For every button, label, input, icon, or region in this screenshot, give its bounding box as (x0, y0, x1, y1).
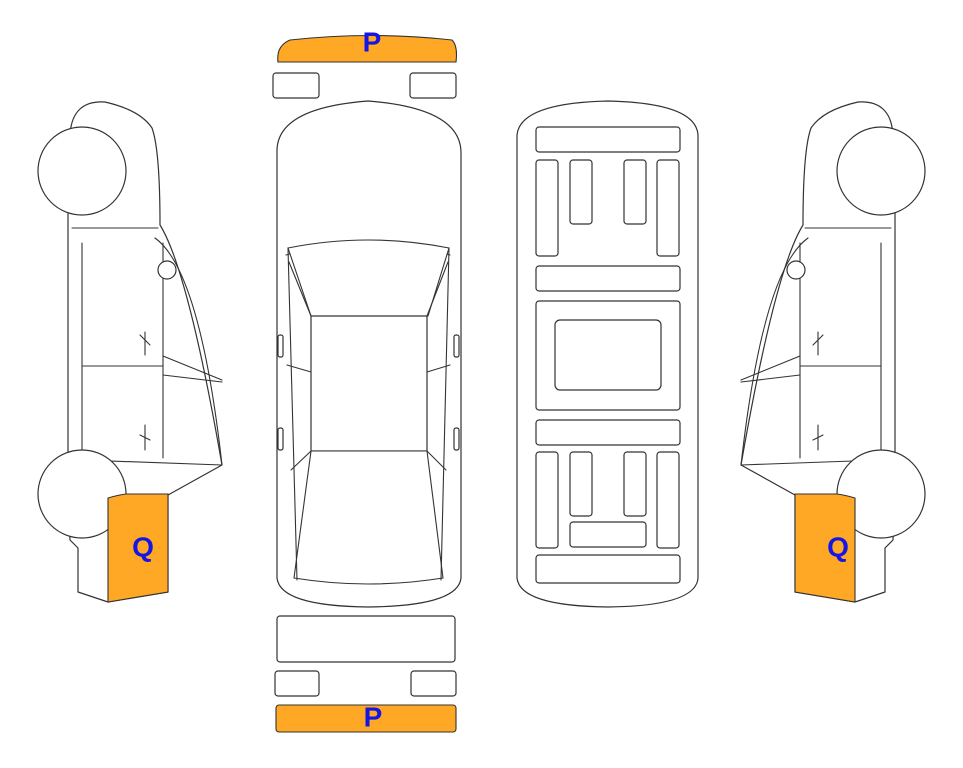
left-headlight (272, 72, 320, 99)
underbody-rail-right-front (656, 159, 680, 257)
left-c-pillar (290, 450, 312, 471)
left-rear-quarter-label: Q (132, 531, 154, 562)
left-taillight (274, 670, 320, 697)
left-b-pillar (286, 364, 312, 373)
underbody-crossmember-1 (535, 265, 681, 292)
left-side-view: Q (37, 101, 223, 603)
left-side-mirror (157, 260, 177, 280)
underbody-fuel-tank (554, 319, 662, 391)
right-c-pillar-side (740, 374, 801, 383)
underbody-inner-left-front (569, 159, 593, 225)
right-rear-quarter-marked[interactable] (794, 493, 856, 603)
right-side-mirror (786, 260, 806, 280)
right-taillight (410, 670, 457, 697)
left-b-pillar-side (162, 355, 223, 381)
left-c-pillar-side (162, 374, 223, 383)
left-window-frame (154, 237, 223, 466)
right-b-pillar (426, 364, 451, 373)
windshield (287, 239, 450, 317)
right-mirror (453, 334, 460, 358)
underbody-spare-well (569, 521, 647, 548)
trunk-lid (276, 615, 456, 663)
right-side-glass (440, 247, 450, 581)
rear-bumper-label: P (364, 701, 383, 732)
underbody-rail-left-front (535, 159, 559, 257)
left-a-pillar (288, 261, 312, 317)
underbody-rail-left-rear (535, 451, 559, 549)
underbody-inner-left-rear (569, 451, 593, 517)
top-view (276, 100, 462, 608)
right-rear-handle (812, 424, 824, 451)
underbody-crossmember-2 (535, 419, 681, 446)
underbody-panel-rear (535, 554, 681, 584)
underbody-view (516, 100, 699, 608)
rear-bumper-marked[interactable] (275, 704, 457, 733)
right-handle (453, 427, 460, 451)
right-a-pillar (426, 261, 449, 317)
right-side-view (740, 101, 926, 603)
right-window-frame (740, 237, 809, 466)
left-rear-handle (139, 424, 151, 451)
left-handle (277, 427, 284, 451)
rear-view: P (274, 615, 457, 733)
underbody-inner-right-front (623, 159, 647, 225)
left-front-handle (139, 331, 151, 356)
rear-window (293, 450, 444, 585)
underbody-rail-right-rear (656, 451, 680, 549)
right-rear-quarter-label: Q (827, 531, 849, 562)
front-view: P (272, 26, 458, 99)
left-rear-quarter-marked[interactable] (107, 493, 169, 603)
right-b-pillar-side (740, 355, 801, 381)
underbody-inner-right-rear (623, 451, 647, 517)
front-bumper-marked[interactable] (277, 34, 458, 63)
underbody-panel-front (535, 126, 681, 153)
right-front-handle (812, 331, 824, 356)
roof-panel (310, 315, 428, 452)
right-c-pillar (426, 450, 447, 471)
left-mirror (277, 334, 284, 358)
front-bumper-label: P (363, 26, 382, 57)
right-front-wheel (836, 126, 926, 216)
left-front-wheel (37, 126, 127, 216)
right-headlight (409, 72, 457, 99)
left-side-glass (287, 247, 298, 581)
